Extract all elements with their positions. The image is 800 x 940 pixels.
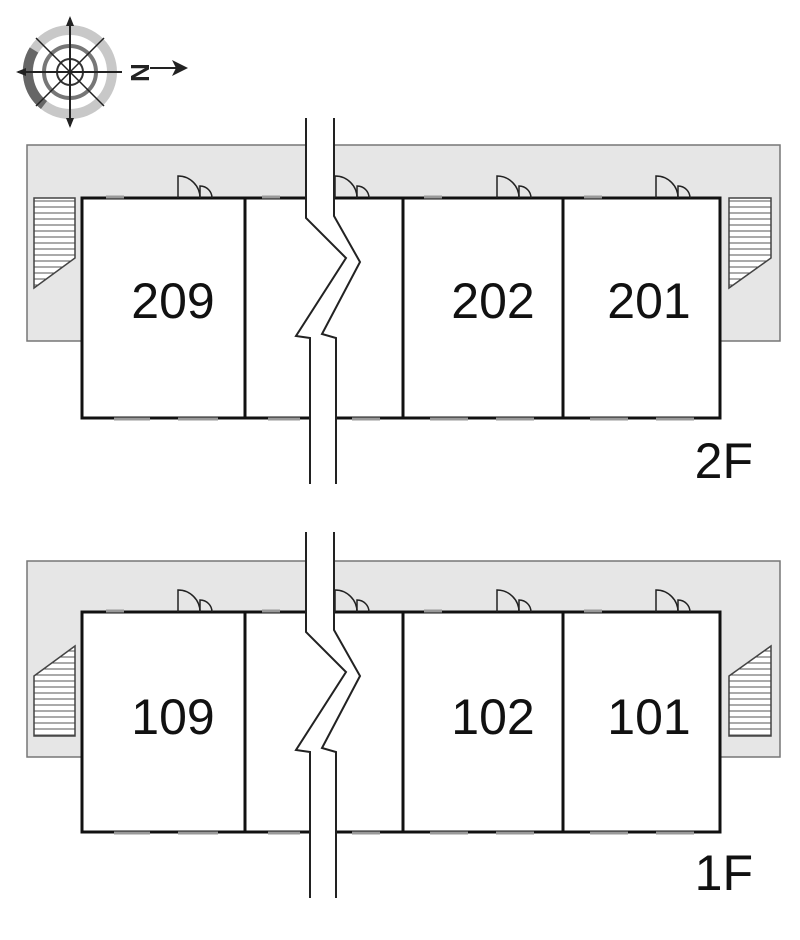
window-marks [106,195,694,421]
room-number: 201 [607,273,690,329]
compass-north-label: N [125,63,155,82]
compass-icon: N [16,16,188,128]
room-number: 101 [607,689,690,745]
break-gap [296,118,360,484]
door-icon [177,175,691,199]
staircase-left [33,644,76,737]
break-line [320,532,362,898]
building-outline [80,196,722,420]
floor-label: 2F [695,433,753,489]
staircase-left [33,197,76,290]
break-gap [296,532,360,898]
room-number: 202 [451,273,534,329]
floor-label: 1F [695,845,753,901]
window-marks [106,609,694,835]
room-number: 109 [131,689,214,745]
break-line [320,118,362,484]
break-line [294,532,348,898]
room-number: 102 [451,689,534,745]
staircase-right [728,197,772,290]
staircase-right [728,644,772,737]
break-line [294,118,348,484]
door-icon [177,589,691,613]
building-outline [80,610,722,834]
room-number: 209 [131,273,214,329]
floor-1f-plan: 109 102 101 1F [26,532,781,901]
floor-2f-plan: 209 202 201 2F [26,118,781,489]
